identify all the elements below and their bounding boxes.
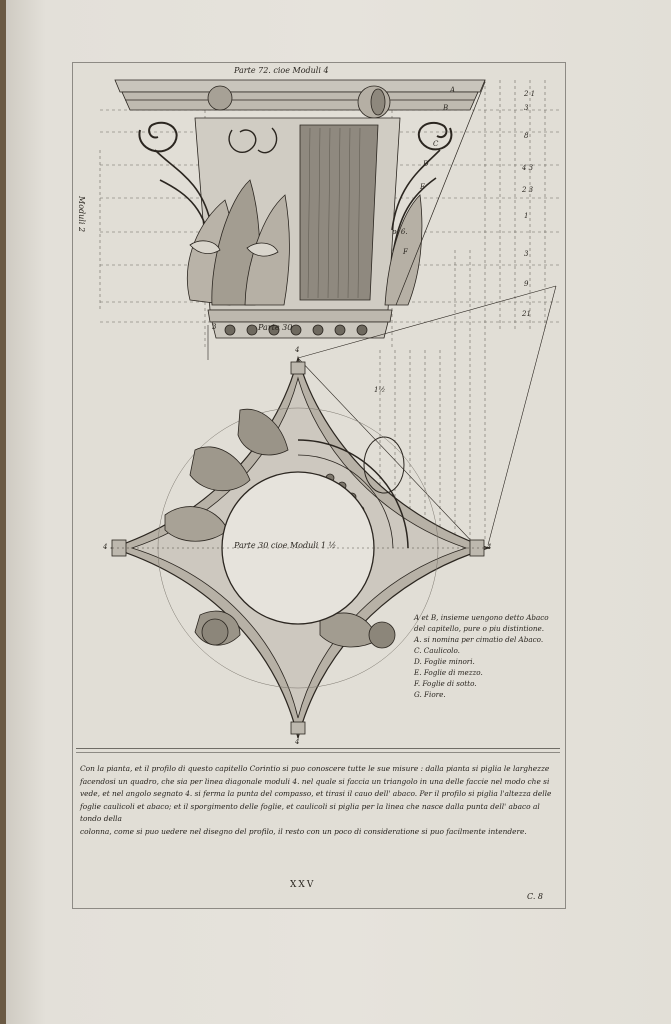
- plate-number: XXV: [290, 880, 316, 890]
- mark-sesqui: 1½: [374, 386, 386, 394]
- top-module-label: Parte 72. cioe Moduli 4: [234, 66, 329, 75]
- plate-divider-secondary: [76, 752, 560, 753]
- letter-e: E: [420, 183, 426, 191]
- legend-line: G. Fiore.: [414, 690, 446, 699]
- scale-mark-2: 3: [524, 104, 529, 112]
- legend-line: F. Foglie di sotto.: [414, 679, 477, 688]
- scale-mark-6: 1: [524, 212, 529, 220]
- corner-4-bottom: 4: [295, 738, 300, 746]
- legend-line: E. Foglie di mezzo.: [414, 668, 483, 677]
- side-module-label: Moduli 2: [77, 196, 86, 233]
- number-3-label: 3: [212, 323, 217, 331]
- scale-mark-1: 2 1: [524, 90, 536, 98]
- scale-mark-8: 21: [522, 310, 531, 318]
- scale-mark-5: 2 3: [522, 186, 534, 194]
- letter-a: A: [450, 86, 456, 94]
- corner-4-right: 4: [487, 543, 492, 551]
- letter-b: B: [443, 104, 449, 112]
- scale-mark-4: 8: [524, 132, 529, 140]
- base-part-label: Parte 30: [258, 323, 293, 332]
- caption-line: colonna, come si puo uedere nel disegno …: [80, 826, 527, 836]
- caption-line: facendosi un quadro, che sia per linea d…: [80, 776, 550, 786]
- caption-line: foglie caulicoli et abaco; et il sporgim…: [80, 801, 540, 824]
- corner-4-left: 4: [103, 543, 108, 551]
- legend-line: del capitello, pure o piu distintione.: [414, 624, 544, 633]
- legend-line: C. Caulicolo.: [414, 646, 460, 655]
- letter-c: C: [433, 140, 439, 148]
- scale-mark-7: 3: [524, 250, 529, 258]
- corner-4-top: 4: [295, 346, 300, 354]
- plan-module-label: Parte 30 cioe Moduli 1 ½: [234, 541, 337, 550]
- plate-divider: [76, 748, 560, 749]
- letter-f: F: [403, 248, 408, 256]
- caption-line: vede, et nel angolo segnato 4. si ferma …: [80, 789, 552, 799]
- legend-line: D. Foglie minori.: [414, 657, 475, 666]
- scale-mark-9: 9: [524, 280, 529, 288]
- letter-d: D: [423, 160, 429, 168]
- legend-line: A. si nomina per cimatio del Abaco.: [414, 635, 544, 644]
- legend: A et B, insieme uengono detto Abaco del …: [414, 612, 560, 700]
- scale-mark-3: 4 3: [522, 164, 534, 172]
- mark-p6: p. 6.: [392, 228, 408, 236]
- caption-line: Con la pianta, et il profilo di questo c…: [80, 764, 550, 773]
- legend-line: A et B, insieme uengono detto Abaco: [414, 613, 549, 622]
- signature-mark: C. 8: [527, 892, 544, 901]
- caption: Con la pianta, et il profilo di questo c…: [80, 763, 554, 839]
